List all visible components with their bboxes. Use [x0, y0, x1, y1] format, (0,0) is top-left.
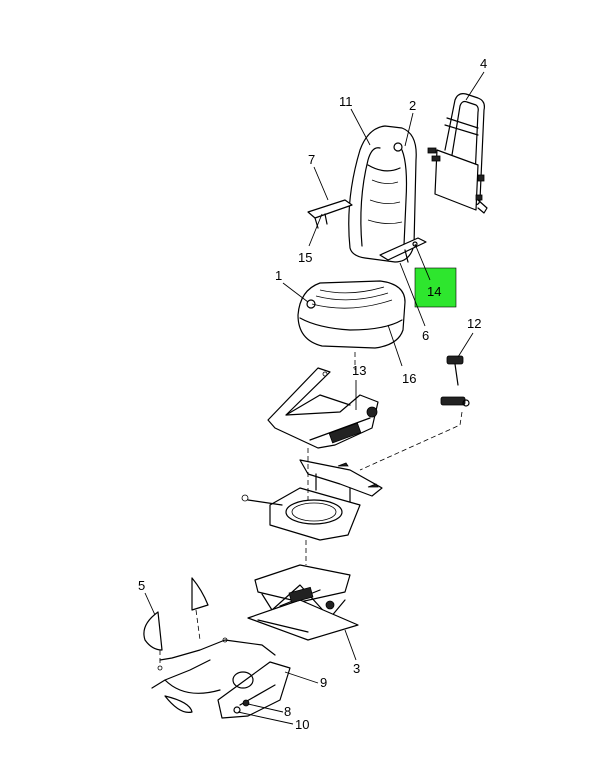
callout-16: 16	[402, 371, 416, 386]
part-14-right-armrest	[379, 237, 427, 263]
callout-2: 2	[409, 98, 416, 113]
part-9-control-arm	[217, 661, 291, 719]
swivel-plate	[241, 487, 361, 541]
callout-14: 14	[427, 284, 441, 299]
part-3-suspension	[247, 564, 359, 641]
callout-1: 1	[275, 268, 282, 283]
cable-assembly	[151, 637, 276, 714]
callout-5: 5	[138, 578, 145, 593]
part-2-knob	[393, 142, 403, 152]
part-11-backrest	[348, 125, 417, 263]
part-1-seat-cushion	[297, 280, 406, 349]
callout-11: 11	[339, 94, 353, 109]
assembly-lines	[159, 352, 463, 665]
callout-labels: 11 2 4 7 15 1 14 6 12 16 13 5 3 9 8 10	[138, 56, 487, 732]
callout-10: 10	[295, 717, 309, 732]
callout-9: 9	[320, 675, 327, 690]
callout-12: 12	[467, 316, 481, 331]
callout-6: 6	[422, 328, 429, 343]
callout-4: 4	[480, 56, 487, 71]
part-13-seat-frame	[267, 367, 379, 449]
part-7-left-armrest	[307, 199, 353, 229]
callout-13: 13	[352, 363, 366, 378]
callout-14-highlight	[414, 267, 457, 308]
callout-3: 3	[353, 661, 360, 676]
leader-lines	[144, 71, 485, 725]
callout-7: 7	[308, 152, 315, 167]
callout-15: 15	[298, 250, 312, 265]
part-5-cover	[143, 577, 209, 651]
part-4-back-frame	[427, 93, 488, 214]
callout-8: 8	[284, 704, 291, 719]
part-12-shock	[440, 355, 470, 407]
